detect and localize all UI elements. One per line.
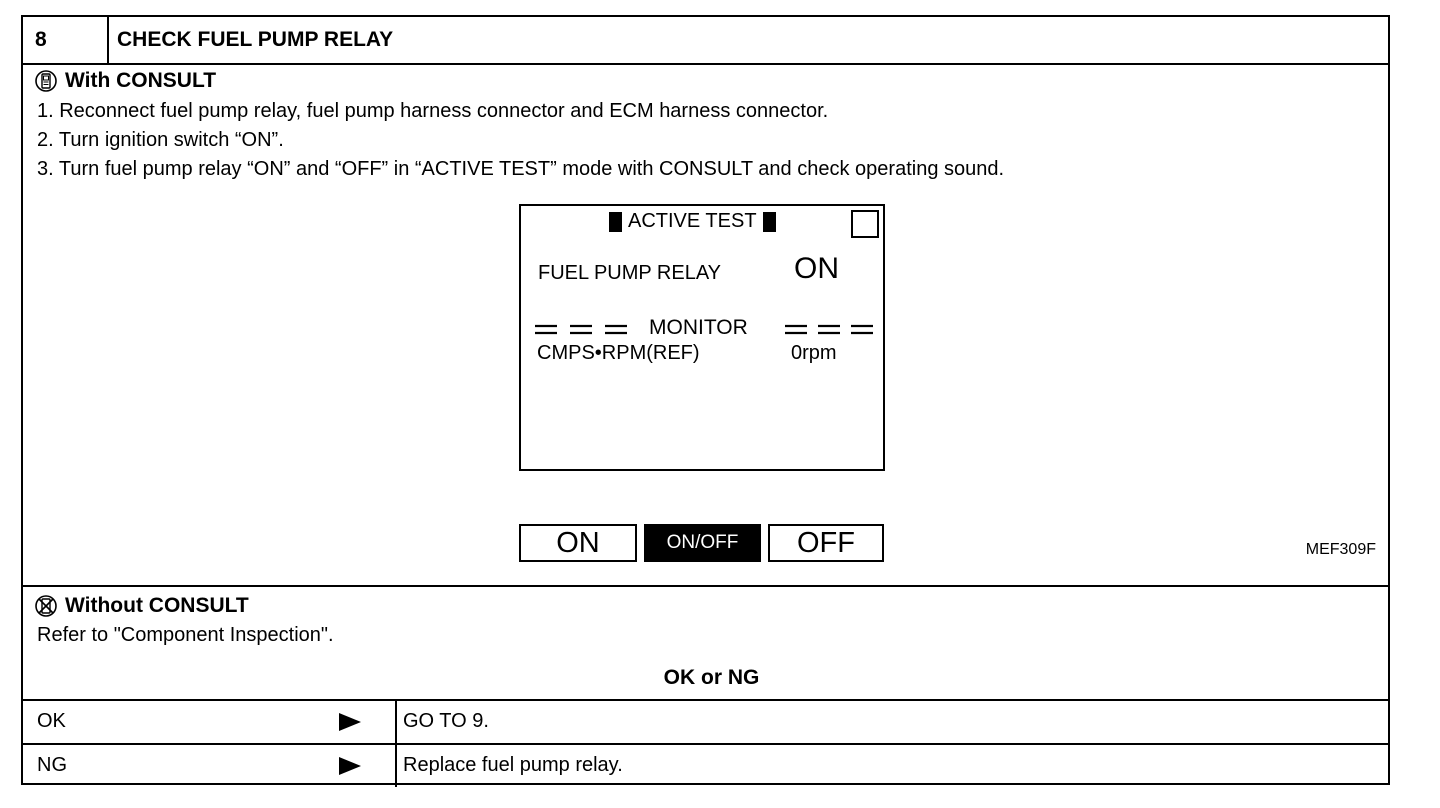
step-number: 8 — [23, 17, 109, 63]
without-consult-text: Refer to "Component Inspection". — [37, 624, 334, 646]
with-consult-section: With CONSULT 1. Reconnect fuel pump rela… — [23, 63, 1388, 587]
screen-title: ACTIVE TEST — [603, 210, 782, 233]
screen-off-button: OFF — [768, 524, 884, 562]
result-row-ng: NG Replace fuel pump relay. — [23, 743, 1388, 787]
result-action: GO TO 9. — [403, 710, 489, 732]
monitor-label: MONITOR — [649, 316, 748, 339]
title-marker-left — [609, 211, 622, 232]
result-action: Replace fuel pump relay. — [403, 754, 623, 776]
fuel-pump-relay-value: ON — [794, 252, 839, 285]
screen-onoff-button: ON/OFF — [644, 524, 761, 562]
figure-id: MEF309F — [1305, 541, 1376, 558]
instruction-step-1: 1. Reconnect fuel pump relay, fuel pump … — [37, 100, 829, 122]
screen-title-text: ACTIVE TEST — [628, 210, 757, 232]
monitor-divider: MONITOR — [533, 316, 877, 342]
instruction-step-3: 3. Turn fuel pump relay “ON” and “OFF” i… — [37, 158, 1005, 180]
without-consult-heading: Without CONSULT — [35, 594, 249, 618]
screen-corner-box — [851, 210, 879, 238]
result-row-ok: OK GO TO 9. — [23, 699, 1388, 743]
title-marker-right — [762, 211, 776, 232]
result-title: OK or NG — [663, 666, 760, 689]
step-title: CHECK FUEL PUMP RELAY — [117, 28, 394, 51]
cmps-rpm-label: CMPS•RPM(REF) — [537, 342, 700, 364]
with-consult-heading: With CONSULT — [35, 69, 216, 93]
screen-on-button: ON — [519, 524, 637, 562]
without-consult-label: Without CONSULT — [65, 594, 249, 617]
column-divider — [395, 701, 397, 743]
result-key: OK — [37, 710, 66, 732]
fuel-pump-relay-label: FUEL PUMP RELAY — [538, 262, 722, 284]
procedure-table: 8 CHECK FUEL PUMP RELAY With CONSULT 1. … — [21, 15, 1390, 787]
instruction-step-2: 2. Turn ignition switch “ON”. — [37, 129, 284, 151]
consult-screen: ACTIVE TEST FUEL PUMP RELAY ON M — [519, 204, 885, 471]
arrow-right-icon — [339, 757, 361, 775]
column-divider — [395, 745, 397, 787]
consult-device-icon — [35, 70, 57, 92]
step-header: 8 CHECK FUEL PUMP RELAY — [23, 17, 1388, 65]
result-key: NG — [37, 754, 67, 776]
cmps-rpm-value: 0rpm — [791, 342, 837, 364]
with-consult-label: With CONSULT — [65, 69, 217, 92]
arrow-right-icon — [339, 713, 361, 731]
no-consult-icon — [35, 595, 57, 617]
monitor-divider-lines — [535, 324, 873, 335]
